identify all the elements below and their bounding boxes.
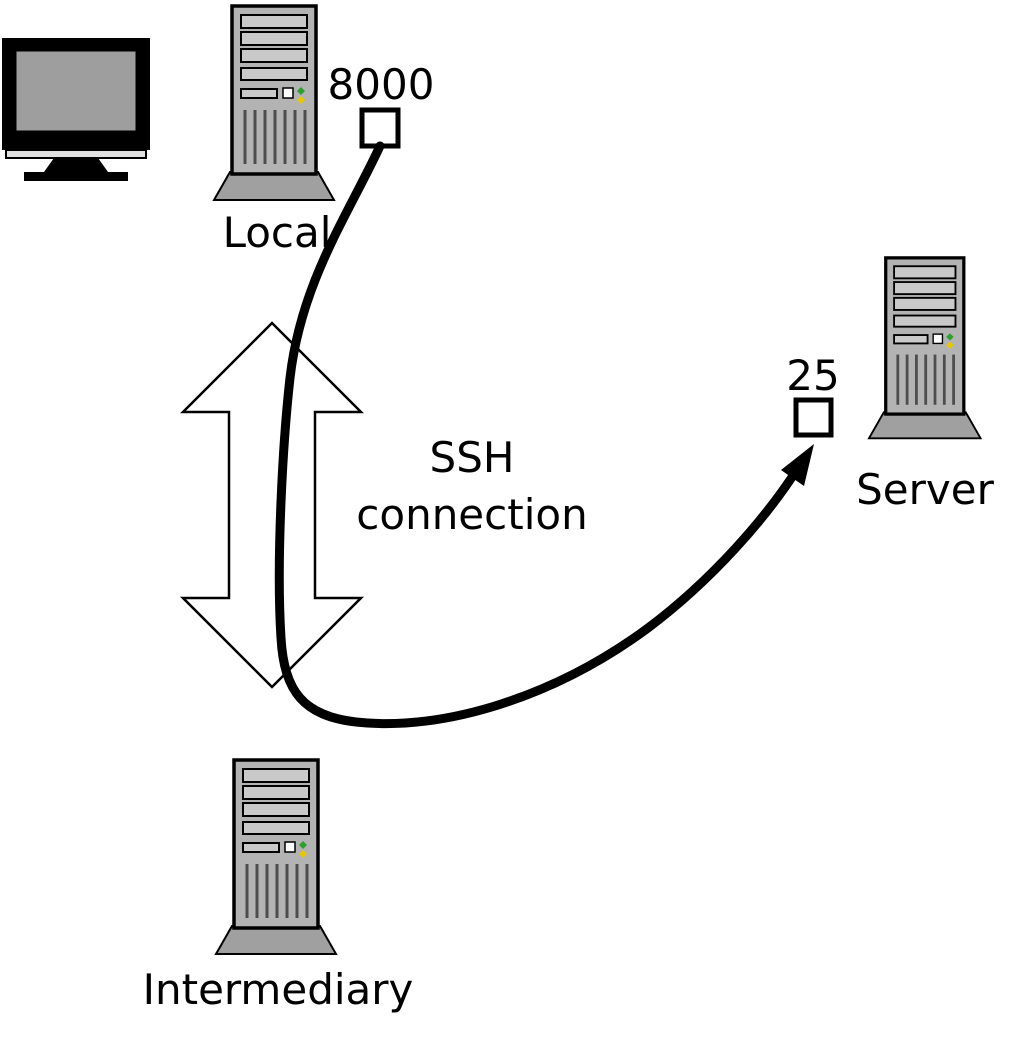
tunnel-cable-arrowhead-icon: [781, 444, 814, 486]
ssh-connection-label: SSH connection: [356, 433, 587, 539]
tunnel-cable-path: [274, 141, 803, 729]
intermediary-label: Intermediary: [143, 965, 414, 1014]
tunnel-cable: [274, 141, 814, 729]
ssh-label-line1: SSH: [430, 433, 515, 482]
port-8000-box: [359, 107, 401, 149]
ssh-label-line2: connection: [356, 490, 587, 539]
intermediary-computer-tower-icon: [214, 758, 338, 956]
port-8000-label: 8000: [328, 60, 435, 109]
server-computer-tower-icon: [867, 256, 983, 440]
port-25-label: 25: [786, 351, 839, 400]
local-label: Local: [223, 208, 332, 257]
local-computer-tower-icon: [212, 4, 336, 202]
server-label: Server: [856, 465, 994, 514]
crt-monitor-icon: [2, 38, 150, 181]
port-25-box: [793, 397, 834, 438]
ssh-double-arrow-icon: [179, 321, 365, 689]
